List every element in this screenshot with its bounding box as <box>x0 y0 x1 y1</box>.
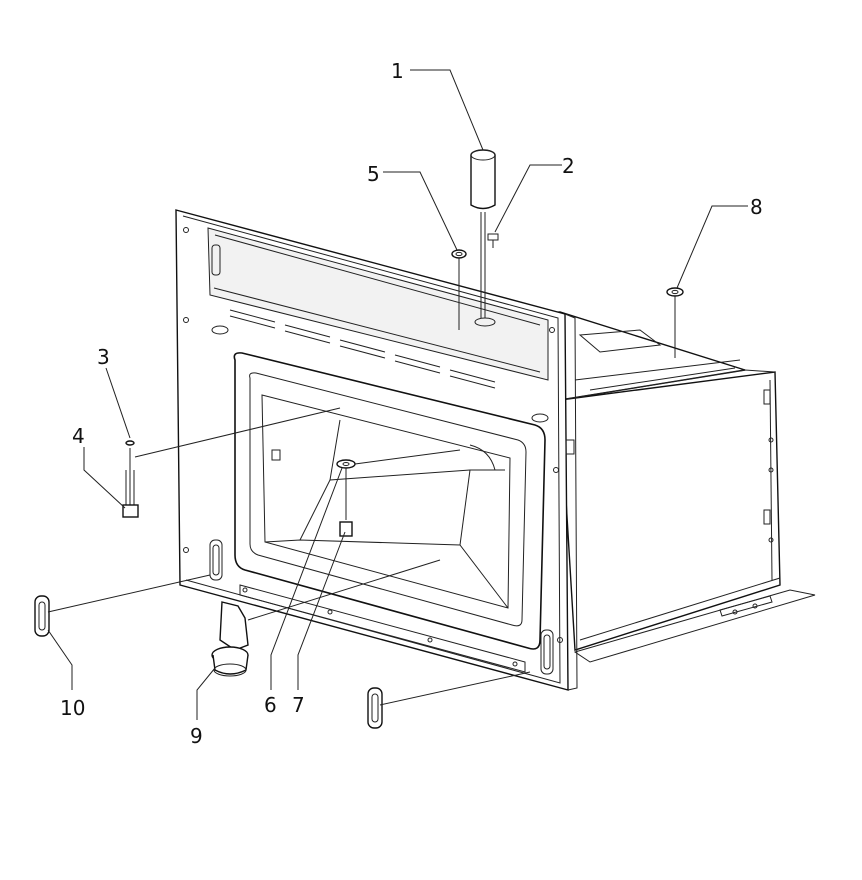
part-3-4-bolt-washer <box>122 407 341 518</box>
callout-6: 6 <box>264 693 277 717</box>
callout-5: 5 <box>367 162 380 186</box>
callout-9: 9 <box>190 724 203 748</box>
callout-8: 8 <box>750 195 763 219</box>
callout-10: 10 <box>60 696 85 720</box>
leader-lines <box>47 69 748 720</box>
part-6-7-lamp <box>271 449 461 537</box>
front-frame <box>175 209 578 691</box>
callout-4: 4 <box>72 424 85 448</box>
callout-3: 3 <box>97 345 110 369</box>
part-5-nut <box>451 249 467 330</box>
part-8-nut <box>666 287 684 358</box>
callout-7: 7 <box>292 693 305 717</box>
callout-2: 2 <box>562 154 575 178</box>
callout-labels: 1 2 3 4 5 6 7 8 9 10 <box>60 59 763 748</box>
callout-1: 1 <box>391 59 404 83</box>
slot-cover-bottom <box>367 671 531 729</box>
part-10-slot-cover-left <box>34 574 211 637</box>
part-2-screw <box>487 233 499 248</box>
